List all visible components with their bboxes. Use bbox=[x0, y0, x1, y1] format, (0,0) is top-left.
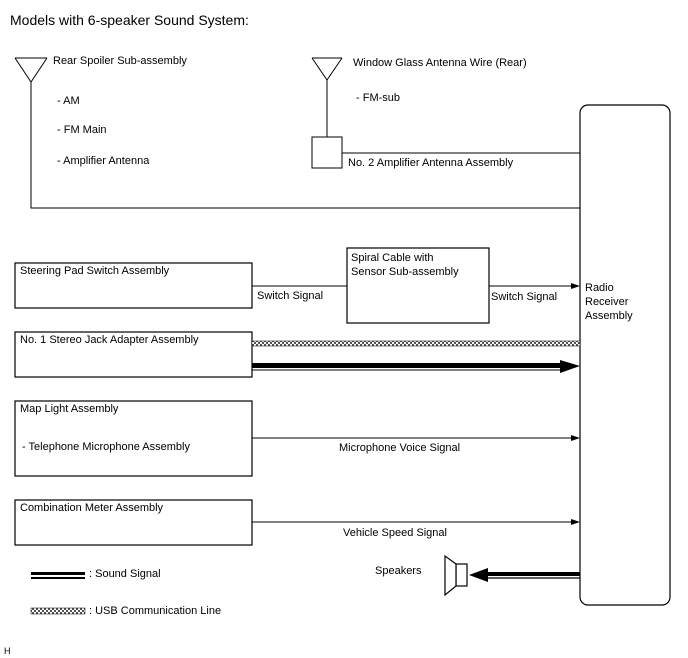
spiral-cable-label-1: Spiral Cable with bbox=[351, 252, 434, 264]
radio-receiver-label-2: Receiver bbox=[585, 296, 629, 308]
spiral-cable-box bbox=[346, 247, 490, 324]
rear-spoiler-label: Rear Spoiler Sub-assembly bbox=[53, 55, 187, 67]
rear-spoiler-wire bbox=[30, 82, 580, 209]
speaker-icon bbox=[444, 554, 468, 597]
spiral-cable-label-2: Sensor Sub-assembly bbox=[351, 266, 459, 278]
stereo-jack-label: No. 1 Stereo Jack Adapter Assembly bbox=[20, 334, 199, 346]
map-light-sub-label: - Telephone Microphone Assembly bbox=[22, 441, 190, 453]
radio-receiver-label-3: Assembly bbox=[585, 310, 633, 322]
map-light-box bbox=[14, 400, 253, 477]
speakers-label: Speakers bbox=[375, 565, 422, 577]
microphone-voice-label: Microphone Voice Signal bbox=[339, 442, 461, 454]
sound-signal-line-speakers bbox=[469, 568, 580, 582]
vehicle-speed-arrowhead bbox=[571, 519, 580, 525]
steering-pad-box bbox=[14, 262, 253, 309]
stereo-jack-box bbox=[14, 331, 253, 378]
switch-signal-label-left: Switch Signal bbox=[257, 290, 324, 302]
amplifier-antenna-label: No. 2 Amplifier Antenna Assembly bbox=[348, 157, 514, 169]
window-glass-item-fm-sub: - FM-sub bbox=[356, 92, 400, 104]
switch-signal-label-right: Switch Signal bbox=[491, 291, 558, 303]
legend-usb-label: : USB Communication Line bbox=[89, 605, 222, 617]
rear-spoiler-item-fm-main: - FM Main bbox=[57, 124, 107, 136]
vehicle-speed-label: Vehicle Speed Signal bbox=[343, 527, 447, 539]
amplifier-antenna-box bbox=[311, 136, 343, 169]
window-glass-label: Window Glass Antenna Wire (Rear) bbox=[353, 57, 527, 69]
rear-spoiler-item-am: - AM bbox=[57, 95, 80, 107]
sound-signal-line-jack bbox=[252, 360, 580, 373]
radio-receiver-box bbox=[579, 104, 671, 606]
map-light-label: Map Light Assembly bbox=[20, 403, 119, 415]
combination-meter-label: Combination Meter Assembly bbox=[20, 502, 164, 514]
rear-spoiler-antenna-icon bbox=[14, 57, 48, 83]
footer-mark: H bbox=[4, 646, 11, 656]
legend-sound-signal-swatch bbox=[31, 572, 85, 579]
usb-line-hatched bbox=[251, 340, 581, 347]
rear-spoiler-item-amplifier: - Amplifier Antenna bbox=[57, 155, 150, 167]
legend-sound-signal-label: : Sound Signal bbox=[89, 568, 161, 580]
legend-usb-swatch bbox=[30, 607, 86, 615]
switch-signal-arrowhead bbox=[571, 283, 580, 289]
window-glass-antenna-icon bbox=[311, 57, 343, 137]
steering-pad-label: Steering Pad Switch Assembly bbox=[20, 265, 170, 277]
microphone-voice-arrowhead bbox=[571, 435, 580, 441]
radio-receiver-label-1: Radio bbox=[585, 282, 614, 294]
page-title: Models with 6-speaker Sound System: bbox=[10, 12, 249, 28]
